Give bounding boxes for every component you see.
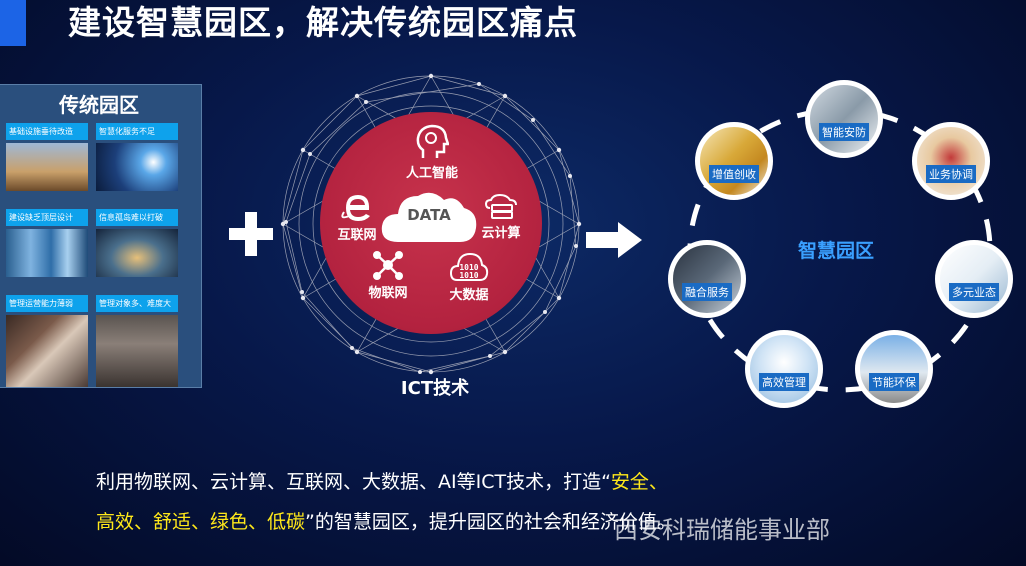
node-label: 节能环保 xyxy=(869,373,919,391)
network-icon xyxy=(373,251,403,280)
binary-cloud-icon: 1010 1010 xyxy=(449,252,489,281)
svg-text:1010: 1010 xyxy=(459,271,478,280)
node-energy-saving: 节能环保 xyxy=(855,330,933,408)
card-label: 信息孤岛难以打破 xyxy=(96,209,178,226)
watermark: 西安科瑞储能事业部 xyxy=(614,516,830,544)
ict-internet: 互联网 xyxy=(336,190,378,243)
svg-text:1010: 1010 xyxy=(459,263,478,272)
ie-icon xyxy=(341,195,370,221)
stressed-worker-image xyxy=(6,315,88,387)
plus-icon xyxy=(229,212,273,256)
ict-big-data: 1010 1010 大数据 xyxy=(444,250,494,303)
data-cloud-icon xyxy=(381,192,477,242)
brain-icon xyxy=(416,124,449,158)
page-title: 建设智慧园区，解决传统园区痛点 xyxy=(68,3,578,42)
summary-text: 利用物联网、云计算、互联网、大数据、AI等ICT技术，打造“安全、 高效、舒适、… xyxy=(96,462,1016,542)
ict-iot: 物联网 xyxy=(366,250,410,301)
skyscraper-image xyxy=(6,229,88,277)
floating-island-image xyxy=(96,229,178,277)
node-value-added: 增值创收 xyxy=(695,122,773,200)
traditional-park-panel: 传统园区 基础设施垂待改造 智慧化服务不足 建设缺乏顶层设计 信息孤岛难以打破 … xyxy=(0,84,202,388)
smart-city-image xyxy=(96,143,178,191)
arrow-right-icon xyxy=(586,222,642,258)
ict-internet-label: 互联网 xyxy=(337,228,377,243)
node-diverse-business: 多元业态 xyxy=(935,240,1013,318)
node-label: 融合服务 xyxy=(682,283,732,301)
ict-ai-label: 人工智能 xyxy=(405,166,458,181)
summary-line-2: 高效、舒适、绿色、低碳”的智慧园区，提升园区的社会和经济价值。 xyxy=(96,502,1016,542)
trad-card-operation: 管理运营能力薄弱 xyxy=(6,295,88,387)
smart-park-title: 智慧园区 xyxy=(798,240,875,262)
trad-card-smart-service: 智慧化服务不足 xyxy=(96,123,178,191)
trad-card-infrastructure: 基础设施垂待改造 xyxy=(6,123,88,191)
trad-card-management: 管理对象多、难度大 xyxy=(96,295,178,387)
summary-highlight: 安全、 xyxy=(610,471,668,493)
ict-bigdata-label: 大数据 xyxy=(449,288,489,303)
summary-highlight: 高效、舒适、绿色、低碳 xyxy=(96,511,306,533)
node-business-coordination: 业务协调 xyxy=(912,122,990,200)
cloud-server-icon xyxy=(484,194,517,219)
ict-cloud-computing: 云计算 xyxy=(479,194,523,241)
node-label: 业务协调 xyxy=(926,165,976,183)
node-label: 增值创收 xyxy=(709,165,759,183)
trad-card-info-island: 信息孤岛难以打破 xyxy=(96,209,178,277)
construction-image xyxy=(6,143,88,191)
node-label: 多元业态 xyxy=(949,283,999,301)
node-label: 高效管理 xyxy=(759,373,809,391)
summary-text-part: ”的智慧园区，提升园区的社会和经济价值。 xyxy=(305,511,676,533)
node-efficient-management: 高效管理 xyxy=(745,330,823,408)
ict-cloud-label: 云计算 xyxy=(481,226,521,241)
ict-ai: 人工智能 xyxy=(400,124,464,181)
card-label: 建设缺乏顶层设计 xyxy=(6,209,88,226)
ict-iot-label: 物联网 xyxy=(368,286,408,301)
traditional-park-title: 传统园区 xyxy=(59,93,139,117)
summary-text-part: 利用物联网、云计算、互联网、大数据、AI等ICT技术，打造“ xyxy=(96,471,611,493)
trad-card-top-design: 建设缺乏顶层设计 xyxy=(6,209,88,277)
node-integrated-service: 融合服务 xyxy=(668,240,746,318)
node-smart-security: 智能安防 xyxy=(805,80,883,158)
card-label: 管理对象多、难度大 xyxy=(96,295,178,312)
data-label: DATA xyxy=(407,206,451,224)
ict-caption: ICT技术 xyxy=(400,378,470,399)
node-label: 智能安防 xyxy=(819,123,869,141)
card-label: 管理运营能力薄弱 xyxy=(6,295,88,312)
card-label: 智慧化服务不足 xyxy=(96,123,178,140)
crowd-waiting-image xyxy=(96,315,178,387)
corner-tab xyxy=(0,0,26,46)
summary-line-1: 利用物联网、云计算、互联网、大数据、AI等ICT技术，打造“安全、 xyxy=(96,462,1016,502)
card-label: 基础设施垂待改造 xyxy=(6,123,88,140)
